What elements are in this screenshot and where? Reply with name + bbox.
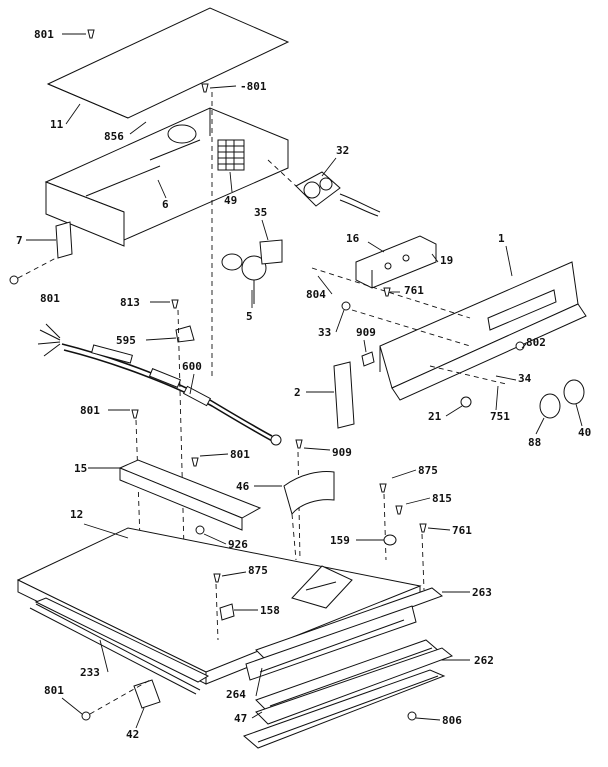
callout-801: 801 <box>44 684 64 697</box>
callout-926: 926 <box>228 538 248 551</box>
strip-233 <box>34 597 210 683</box>
knob-88 <box>539 393 561 419</box>
screw-801-top <box>62 29 95 39</box>
post-926 <box>195 525 227 545</box>
callout-33: 33 <box>318 326 331 339</box>
callout-804: 804 <box>306 288 326 301</box>
trim-263 <box>255 587 470 661</box>
callout-35: 35 <box>254 206 267 219</box>
screw-875-lower <box>213 571 247 641</box>
callout-875: 875 <box>418 464 438 477</box>
callout-40: 40 <box>578 426 591 439</box>
callout-801: 801 <box>40 292 60 305</box>
callout-801: -801 <box>240 80 267 93</box>
callout-909: 909 <box>332 446 352 459</box>
screw-815 <box>395 497 431 515</box>
screw-813 <box>150 299 179 309</box>
callout-813: 813 <box>120 296 140 309</box>
callout-875: 875 <box>248 564 268 577</box>
callout-1: 1 <box>498 232 505 245</box>
screw-801-bottom <box>81 679 151 721</box>
callout-801: 801 <box>34 28 54 41</box>
callout-49: 49 <box>224 194 237 207</box>
callout-88: 88 <box>528 436 541 449</box>
shield-46 <box>254 471 335 561</box>
trim-47 <box>255 647 454 725</box>
callout-11: 11 <box>50 118 64 131</box>
callout-802: 802 <box>526 336 546 349</box>
callout-159: 159 <box>330 534 350 547</box>
callout-909: 909 <box>356 326 376 339</box>
callout-761: 761 <box>404 284 424 297</box>
callout-15: 15 <box>74 462 87 475</box>
callout-19: 19 <box>440 254 453 267</box>
wire-harness <box>37 323 282 446</box>
grommet-159 <box>356 534 397 546</box>
screw-801-center <box>201 83 237 93</box>
panel-hardware <box>341 287 525 408</box>
bracket-158 <box>219 603 258 621</box>
switch-component <box>221 239 283 304</box>
upper-housing <box>44 92 289 380</box>
screw-801-left <box>9 257 57 285</box>
callout-806: 806 <box>442 714 462 727</box>
leader-lines <box>61 103 583 729</box>
callout-801: 801 <box>230 448 250 461</box>
callout-42: 42 <box>126 728 139 741</box>
control-panel-frame <box>311 261 587 401</box>
screw-801-mid-left <box>108 409 141 541</box>
callout-12: 12 <box>70 508 83 521</box>
callout-2: 2 <box>294 386 301 399</box>
callout-815: 815 <box>432 492 452 505</box>
callout-264: 264 <box>226 688 246 701</box>
callout-158: 158 <box>260 604 280 617</box>
callout-595: 595 <box>116 334 136 347</box>
callout-47: 47 <box>234 712 247 725</box>
callout-262: 262 <box>474 654 494 667</box>
trim-bottom <box>243 669 446 749</box>
knob-40 <box>563 379 585 405</box>
screw-875-upper <box>379 469 417 561</box>
callout-600: 600 <box>182 360 202 373</box>
callout-856: 856 <box>104 130 124 143</box>
callout-32: 32 <box>336 144 349 157</box>
rail-15 <box>88 459 262 531</box>
callout-233: 233 <box>80 666 100 679</box>
callout-761: 761 <box>452 524 472 537</box>
vertical-bracket <box>306 361 355 429</box>
callout-6: 6 <box>162 198 169 211</box>
callout-7: 7 <box>16 234 23 247</box>
motor-assembly <box>267 159 381 217</box>
callout-263: 263 <box>472 586 492 599</box>
vent-grille <box>217 139 245 171</box>
callout-751: 751 <box>490 410 510 423</box>
callout-46: 46 <box>236 480 250 493</box>
side-bracket <box>26 221 73 259</box>
callout-16: 16 <box>346 232 360 245</box>
top-cover-panel <box>46 7 290 119</box>
callout-801: 801 <box>80 404 100 417</box>
callout-34: 34 <box>518 372 532 385</box>
screw-761-lower <box>419 523 451 591</box>
screw-806 <box>407 711 441 721</box>
clip-42 <box>133 679 161 709</box>
callout-21: 21 <box>428 410 442 423</box>
trim-264 <box>245 605 417 681</box>
callout-5: 5 <box>246 310 253 323</box>
screw-801-mid <box>191 453 229 467</box>
control-module <box>355 235 437 289</box>
clip-595 <box>145 325 195 343</box>
